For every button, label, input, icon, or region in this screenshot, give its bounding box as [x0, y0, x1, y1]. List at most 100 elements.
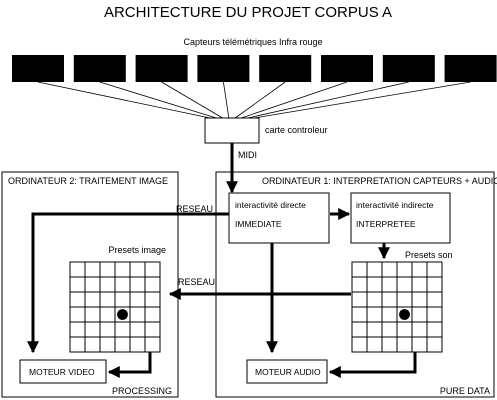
sound-preset-cell [426, 276, 443, 293]
image-preset-cell [84, 291, 101, 308]
sensor-wire-4 [223, 81, 230, 119]
indirect-interactivity-box [350, 192, 451, 244]
midi-label: MIDI [238, 150, 257, 160]
sound-preset-cell [381, 291, 398, 308]
image-preset-cell [114, 276, 131, 293]
sound-preset-cell [381, 306, 398, 323]
computer2-title: ORDINATEUR 2: TRAITEMENT IMAGE [8, 176, 168, 186]
image-preset-cell [144, 336, 161, 353]
sound-preset-cell [426, 261, 443, 278]
sound-preset-cell [426, 336, 443, 353]
image-preset-cell [84, 336, 101, 353]
image-preset-cell [144, 321, 161, 338]
sensor-1 [12, 55, 64, 82]
image-presets-label: Presets image [108, 245, 166, 255]
direct-interactivity-label: interactivité directe [235, 200, 306, 210]
image-preset-cell [144, 306, 161, 323]
sound-preset-cell [411, 306, 428, 323]
sound-preset-selected-dot [399, 309, 410, 320]
sensor-3 [135, 55, 188, 82]
sound-preset-cell [411, 336, 428, 353]
sound-preset-cell [366, 321, 383, 338]
computer1-frame [215, 171, 495, 398]
sensor-7 [382, 55, 435, 82]
image-preset-cell [114, 321, 131, 338]
sensor-row [12, 55, 497, 82]
image-preset-cell [84, 306, 101, 323]
sensor-wire-2 [99, 81, 217, 119]
image-preset-cell [99, 321, 116, 338]
sound-preset-cell [426, 291, 443, 308]
image-preset-selected-dot [117, 309, 128, 320]
image-preset-cell [69, 336, 86, 353]
image-preset-cell [129, 276, 146, 293]
computer2-frame [1, 171, 179, 398]
sound-preset-cell [396, 336, 413, 353]
sound-preset-cell [366, 276, 383, 293]
image-preset-cell [69, 261, 86, 278]
sensor-wire-1 [37, 81, 211, 119]
sound-presets-to-audio-arrow [328, 352, 417, 378]
image-preset-cell [69, 291, 86, 308]
image-preset-cell [114, 261, 131, 278]
audio-engine-box [246, 359, 328, 384]
sound-preset-cell [411, 321, 428, 338]
sensor-wires [37, 81, 471, 119]
image-preset-cell [99, 291, 116, 308]
sensor-wire-6 [241, 81, 348, 119]
sensor-wire-5 [234, 81, 286, 119]
image-preset-cell [99, 306, 116, 323]
sound-preset-cell [396, 321, 413, 338]
sound-preset-cell [351, 276, 368, 293]
computer1-title: ORDINATEUR 1: INTERPRETATION CAPTEURS + … [262, 176, 497, 186]
sound-preset-cell [396, 276, 413, 293]
sound-preset-cell [366, 306, 383, 323]
sound-preset-cell [351, 261, 368, 278]
sound-preset-cell [411, 261, 428, 278]
direct-interactivity-mode: IMMEDIATE [235, 219, 282, 229]
sound-preset-cell [426, 306, 443, 323]
image-preset-cell [129, 291, 146, 308]
image-preset-cell [69, 306, 86, 323]
image-preset-cell [99, 276, 116, 293]
sound-preset-cell [381, 336, 398, 353]
sound-preset-cell [381, 261, 398, 278]
sound-preset-cell [381, 321, 398, 338]
sound-presets-label: Presets son [405, 250, 453, 260]
image-preset-cell [129, 336, 146, 353]
sensor-2 [73, 55, 126, 82]
network-label-bottom: RESEAU [178, 277, 215, 287]
diagram-title: ARCHITECTURE DU PROJET CORPUS A [104, 4, 392, 21]
image-preset-cell [99, 261, 116, 278]
sound-preset-cell [366, 261, 383, 278]
direct-interactivity-box [228, 192, 330, 244]
computer1-software: PURE DATA [440, 386, 490, 396]
sound-preset-cell [411, 276, 428, 293]
sensor-5 [259, 55, 312, 82]
sensor-8 [444, 55, 497, 82]
controller-box [204, 117, 260, 144]
sensor-6 [321, 55, 373, 82]
video-engine-box [19, 359, 107, 384]
network-link-to-video-engine [27, 212, 229, 354]
indirect-interactivity-label: interactivité indirecte [356, 200, 434, 210]
sound-preset-cell [351, 336, 368, 353]
image-preset-cell [69, 276, 86, 293]
sound-preset-cell [351, 291, 368, 308]
image-preset-cell [144, 291, 161, 308]
sound-preset-cell [426, 321, 443, 338]
sound-preset-cell [396, 291, 413, 308]
network-label-top: RESEAU [176, 204, 213, 214]
sound-preset-cell [351, 306, 368, 323]
sensor-wire-3 [161, 81, 223, 119]
image-preset-cell [69, 321, 86, 338]
sound-preset-cell [366, 291, 383, 308]
image-preset-cell [129, 306, 146, 323]
indirect-interactivity-mode: INTERPRETEE [356, 219, 416, 229]
sound-preset-cell [351, 321, 368, 338]
image-preset-cell [129, 321, 146, 338]
image-preset-cell [114, 336, 131, 353]
image-presets-grid [69, 261, 161, 353]
video-engine-label: MOTEUR VIDEO [29, 367, 95, 377]
